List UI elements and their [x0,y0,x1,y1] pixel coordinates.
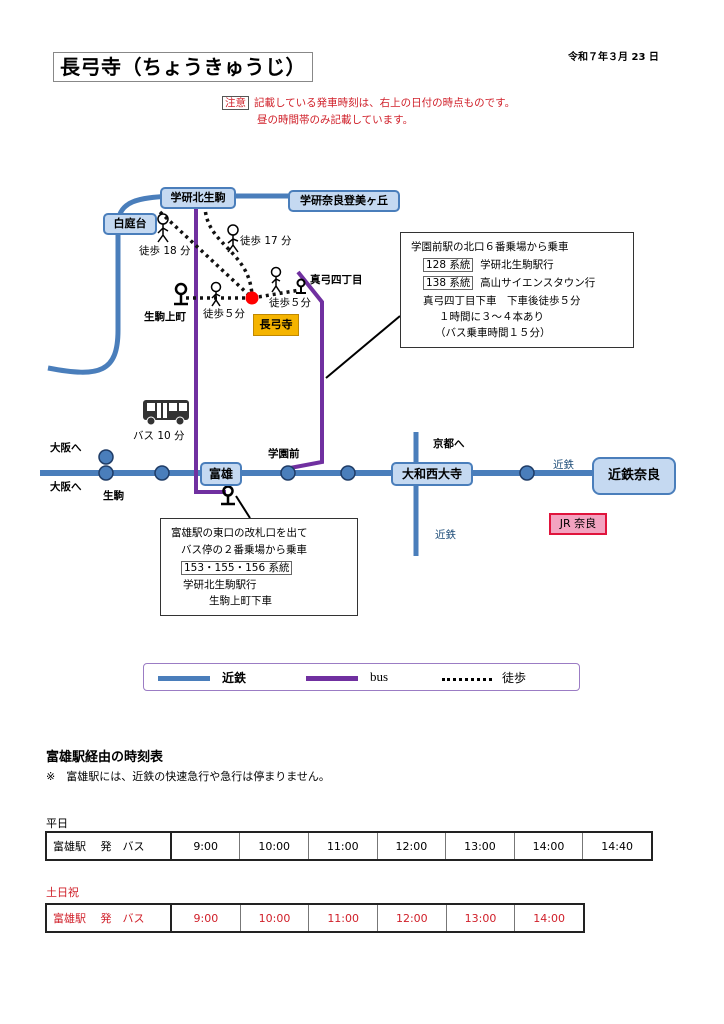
table-row: 富雄駅 発 バス 9:00 10:00 11:00 12:00 13:00 14… [45,903,585,933]
walking-person-icon-left [210,281,222,307]
label-osaka-lower: 大阪へ [50,481,82,493]
time-cell: 9:00 [170,903,241,933]
station-tomio: 富雄 [200,462,242,486]
legend-swatch-kintetsu [158,676,210,681]
station-dot-ikoma-upper [98,449,114,465]
label-walk-18: 徒歩 18 分 [139,245,191,257]
weekday-label: 平日 [46,817,68,830]
timetable-title: 富雄駅経由の時刻表 [46,750,164,765]
label-kintetsu-east: 近鉄 [553,459,574,471]
date: 令和７年３月 23 日 [568,52,659,63]
station-gakken-nara-tomigaoka: 学研奈良登美ヶ丘 [288,190,400,212]
weekday-timetable: 富雄駅 発 バス 9:00 10:00 11:00 12:00 13:00 14… [45,831,653,861]
bus-stop-icon-kamimachi [174,282,188,306]
info-gakuenmae-line4: 真弓四丁目下車 下車後徒歩５分 [423,295,581,307]
info-tomio-line1: 富雄駅の東口の改札口を出て [171,527,308,539]
destination-marker [245,291,259,305]
label-gakuenmae: 学園前 [268,448,300,460]
label-ikoma-kamimachi: 生駒上町 [144,311,186,323]
station-gakken-kita-ikoma: 学研北生駒 [160,187,236,209]
timetable-note: ※ 富雄駅には、近鉄の快速急行や急行は停まりません。 [46,770,330,783]
station-dot-gakuenmae [280,465,296,481]
time-cell: 13:00 [445,903,516,933]
label-walk-5-right: 徒歩５分 [269,297,311,309]
time-cell: 13:00 [445,831,515,861]
notice-line1: 記載している発車時刻は、右上の日付の時点ものです。 [254,97,516,109]
time-cell: 9:00 [170,831,241,861]
bus-stop-icon-tomio [221,485,235,506]
row-head: 富雄駅 発 バス [45,831,172,861]
route-map [40,193,600,556]
legend-swatch-bus [306,676,358,681]
time-cell: 12:00 [377,903,447,933]
walking-person-icon-18 [157,213,169,243]
label-kyoto: 京都へ [433,438,465,450]
bus-icon [143,400,189,426]
info-gakuenmae-route-138: 138 系統 高山サイエンスタウン行 [423,275,633,291]
info-tomio-route-code: 153・155・156 系統 [181,560,357,576]
bus-stop-icon-mayumi [296,278,306,294]
bus-route-gakuenmae [289,270,324,470]
station-shironiwadai: 白庭台 [103,213,157,235]
pointer-tomio-info [235,495,251,519]
label-bus-10: バス 10 分 [133,430,185,442]
walk-route-gakken [203,204,254,297]
time-cell: 11:00 [308,903,378,933]
label-walk-5-left: 徒歩５分 [203,308,245,320]
keihanna-line [47,193,300,375]
info-box-gakuenmae: 学園前駅の北口６番乗場から乗車 128 系統 学研北生駒駅行 138 系統 高山… [400,232,634,348]
legend-label-bus: bus [370,669,389,684]
info-tomio-line4: 学研北生駒駅行 [183,579,257,591]
legend-swatch-walk [442,678,492,681]
walk-route-mayumi [251,288,301,300]
legend-label-walk: 徒歩 [502,671,527,685]
notice-line2: 昼の時間帯のみ記載しています。 [257,114,414,126]
map-legend: 近鉄 bus 徒歩 [143,663,580,691]
time-cell: 11:00 [308,831,378,861]
station-kintetsu-nara: 近鉄奈良 [592,457,676,495]
notice-tag: 注意 [222,96,249,110]
label-ikoma: 生駒 [103,490,124,502]
station-dot-tomigaoka [340,465,356,481]
page-title: 長弓寺（ちょうきゅうじ） [53,52,313,82]
table-row: 富雄駅 発 バス 9:00 10:00 11:00 12:00 13:00 14… [45,831,653,861]
time-cell: 14:00 [513,831,584,861]
holiday-timetable: 富雄駅 発 バス 9:00 10:00 11:00 12:00 13:00 14… [45,903,585,933]
info-gakuenmae-route-128: 128 系統 学研北生駒駅行 [423,257,633,273]
time-cell: 14:00 [514,903,585,933]
info-gakuenmae-line1: 学園前駅の北口６番乗場から乗車 [411,241,569,253]
pointer-gakuenmae-info [325,315,401,379]
label-kintetsu-south: 近鉄 [435,529,456,541]
row-head: 富雄駅 発 バス [45,903,173,933]
walking-person-icon-right [270,266,282,293]
info-tomio-line2: バス停の２番乗場から乗車 [181,544,307,556]
time-cell: 10:00 [239,831,309,861]
time-cell: 14:40 [582,831,653,861]
info-gakuenmae-line6: （バス乗車時間１５分） [435,327,551,339]
station-dot-higashi-ikoma [154,465,170,481]
legend-label-kintetsu: 近鉄 [222,671,247,685]
time-cell: 12:00 [376,831,447,861]
station-yamato-saidaiji: 大和西大寺 [391,462,473,486]
label-walk-17: 徒歩 17 分 [240,235,292,247]
label-osaka-upper: 大阪へ [50,442,82,454]
notice: 注意記載している発車時刻は、右上の日付の時点ものです。 昼の時間帯のみ記載してい… [222,95,515,129]
holiday-label: 土日祝 [46,886,79,899]
info-tomio-line5: 生駒上町下車 [209,595,272,607]
walking-person-icon-17 [227,224,239,253]
info-gakuenmae-line5: １時間に３～４本あり [439,311,544,323]
time-cell: 10:00 [239,903,310,933]
destination-chokyuji: 長弓寺 [253,314,299,336]
station-jr-nara: JR 奈良 [549,513,607,535]
info-box-tomio: 富雄駅の東口の改札口を出て バス停の２番乗場から乗車 153・155・156 系… [160,518,358,616]
station-dot-shin-omiya [519,465,535,481]
label-mayumi-4chome: 真弓四丁目 [310,274,363,286]
station-dot-ikoma [98,465,114,481]
